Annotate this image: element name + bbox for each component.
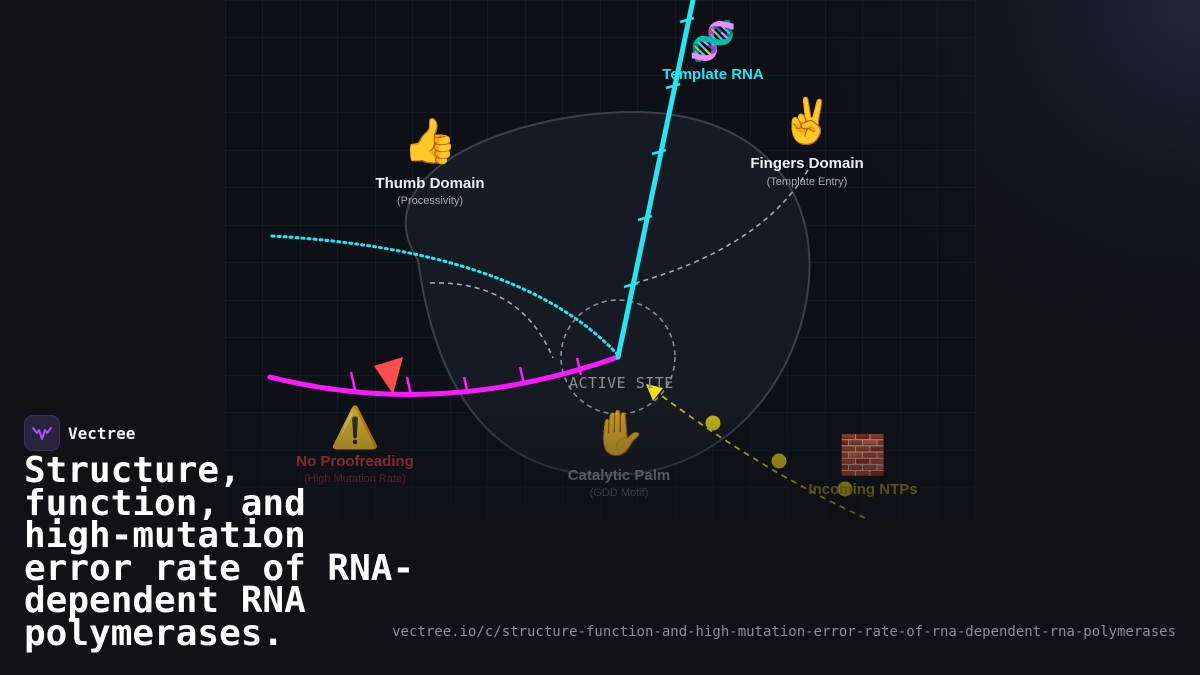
- brand-name: Vectree: [68, 423, 136, 443]
- victory-hand-icon: ✌️: [779, 96, 835, 147]
- source-url[interactable]: vectree.io/c/structure-function-and-high…: [392, 624, 1176, 640]
- raised-hand-icon: ✋: [591, 408, 647, 459]
- incoming-ntps-label: Incoming NTPs: [808, 481, 918, 498]
- catalytic-palm-subtitle: (GDD Motif): [589, 487, 649, 499]
- thumbs-up-icon: 👍: [402, 116, 458, 167]
- ntp-dot: [771, 453, 787, 469]
- catalytic-palm-title: Catalytic Palm: [567, 467, 671, 484]
- dna-icon: 🧬: [689, 19, 737, 63]
- thumb-domain-subtitle: (Processivity): [396, 195, 464, 207]
- brick-icon: 🧱: [839, 433, 887, 477]
- template-rna-label: Template RNA: [662, 66, 764, 83]
- brand: Vectree: [24, 415, 135, 451]
- corner-glow: [760, 0, 1200, 420]
- page-title: Structure, function, and high-mutation e…: [24, 450, 415, 654]
- fingers-domain-title: Fingers Domain: [750, 155, 864, 172]
- ntp-dot: [705, 415, 721, 431]
- active-site-label: ACTIVE SITE: [569, 374, 674, 392]
- waveform-v-icon: [24, 415, 60, 451]
- warning-icon: ⚠️: [330, 405, 380, 451]
- thumb-domain-title: Thumb Domain: [375, 175, 485, 192]
- fingers-domain-subtitle: (Template Entry): [766, 176, 848, 188]
